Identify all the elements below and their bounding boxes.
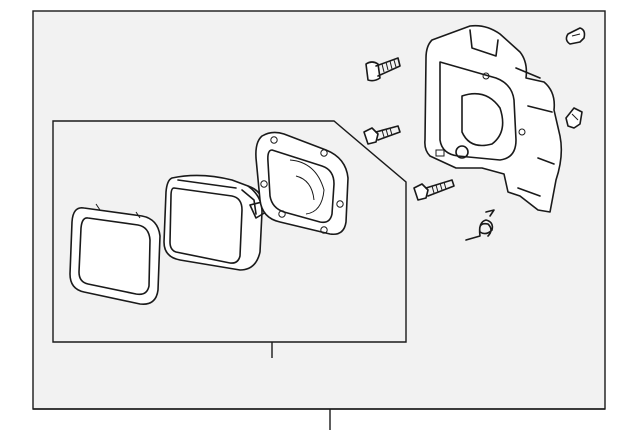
bolt-short	[413, 179, 455, 201]
clip	[565, 27, 586, 45]
retainer	[565, 107, 583, 129]
mounting-bracket	[424, 24, 563, 213]
bolt	[365, 57, 401, 82]
spring	[465, 209, 495, 241]
gasket-housing	[255, 131, 349, 236]
headlamp-unit	[163, 174, 267, 271]
screw	[363, 125, 401, 145]
lens-bezel	[69, 203, 161, 306]
